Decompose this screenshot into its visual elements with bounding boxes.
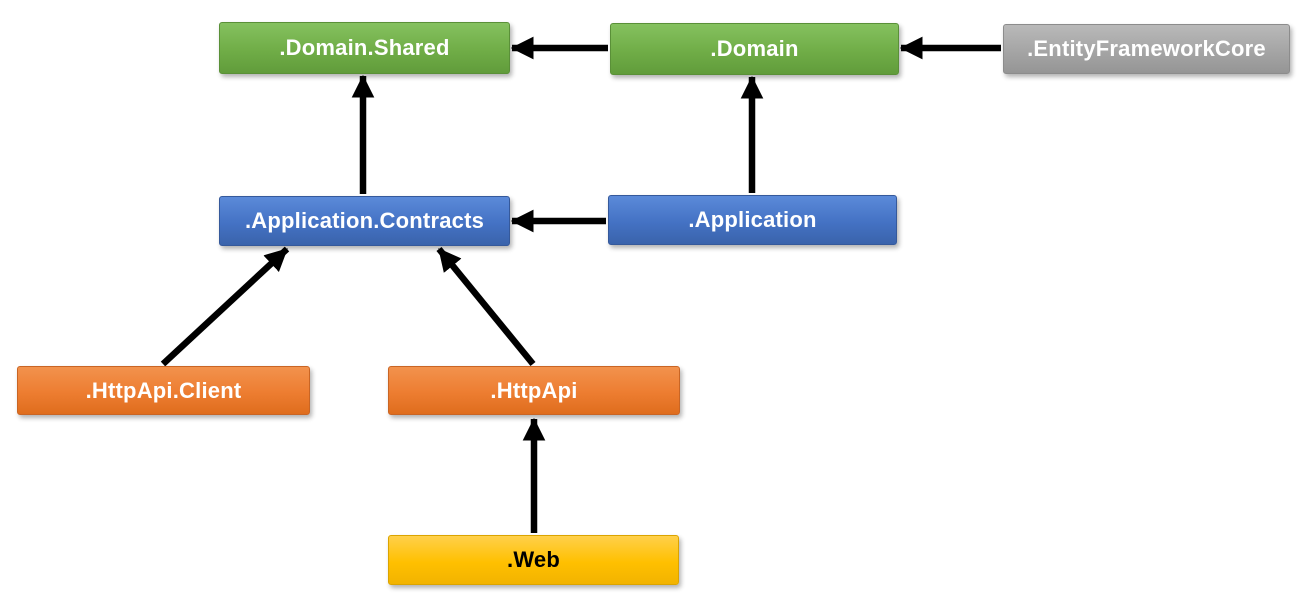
arrow-httpapi-to-app-contracts [436, 246, 536, 367]
node-entity-framework-core: .EntityFrameworkCore [1003, 24, 1290, 74]
node-application-contracts: .Application.Contracts [219, 196, 510, 246]
node-httpapi: .HttpApi [388, 366, 680, 415]
arrow-httpapi-client-to-app-contracts [160, 246, 290, 367]
node-httpapi-client: .HttpApi.Client [17, 366, 310, 415]
node-domain: .Domain [610, 23, 899, 75]
node-application: .Application [608, 195, 897, 245]
node-web: .Web [388, 535, 679, 585]
node-domain-shared: .Domain.Shared [219, 22, 510, 74]
